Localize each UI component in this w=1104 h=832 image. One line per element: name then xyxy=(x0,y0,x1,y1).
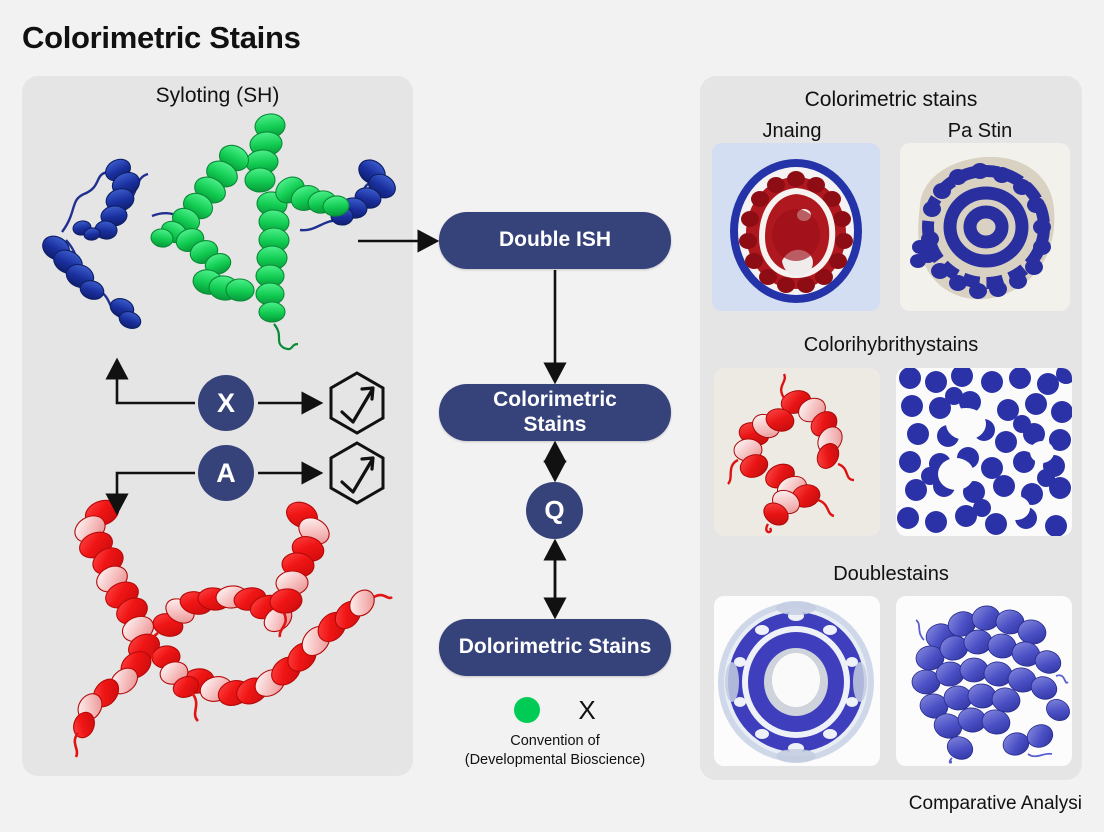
right-panel-heading: Colorimetric stains xyxy=(804,88,978,111)
flow-node-q[interactable]: Q xyxy=(526,482,583,539)
footer-note: Comparative Analysi xyxy=(908,793,1082,814)
page-title: Colorimetric Stains xyxy=(22,20,301,55)
badge-x[interactable]: X xyxy=(198,375,254,431)
flow-node-q-label: Q xyxy=(544,495,565,525)
flow-node-colorimetric-line1: Colorimetric xyxy=(493,388,617,412)
hexagon-trend-check-1[interactable] xyxy=(326,370,388,436)
micrograph-blue-ring-section[interactable] xyxy=(714,596,880,766)
flow-node-dolorimetric-label: Dolorimetric Stains xyxy=(458,635,652,659)
trend-check-icon xyxy=(340,386,375,424)
left-panel-heading: Syloting (SH) xyxy=(155,84,280,107)
group-heading-doublestains: Doublestains xyxy=(833,563,949,585)
legend-caption: Convention of (Developmental Bioscience) xyxy=(429,732,681,769)
legend-x-marker: X xyxy=(578,694,596,725)
flow-node-colorimetric-line2: Stains xyxy=(523,412,587,436)
image-caption-jnaing: Jnaing xyxy=(762,120,822,142)
micrograph-pa-stin[interactable] xyxy=(900,143,1070,311)
legend-row: X xyxy=(439,695,671,725)
hexagon-trend-check-2[interactable] xyxy=(326,440,388,506)
legend-green-dot xyxy=(514,697,541,723)
micrograph-red-helix[interactable] xyxy=(714,368,880,536)
micrograph-blue-dots[interactable] xyxy=(896,368,1072,536)
protein-ribbon-red xyxy=(40,485,400,765)
legend-caption-line1: Convention of xyxy=(510,733,600,749)
image-caption-pa-stin: Pa Stin xyxy=(947,120,1013,142)
micrograph-jnaing[interactable] xyxy=(712,143,880,311)
trend-check-icon xyxy=(340,456,375,494)
badge-a[interactable]: A xyxy=(198,445,254,501)
flow-node-double-ish[interactable]: Double ISH xyxy=(439,212,671,269)
flow-node-colorimetric-stains[interactable]: Colorimetric Stains xyxy=(439,384,671,441)
micrograph-blue-helix-cluster[interactable] xyxy=(896,596,1072,766)
flow-node-double-ish-label: Double ISH xyxy=(498,228,611,252)
group-heading-colorihybrithystains: Colorihybrithystains xyxy=(803,334,979,356)
legend-caption-line2: (Developmental Bioscience) xyxy=(464,751,646,768)
protein-ribbon-blue-green xyxy=(22,112,413,352)
flow-node-dolorimetric-stains[interactable]: Dolorimetric Stains xyxy=(439,619,671,676)
